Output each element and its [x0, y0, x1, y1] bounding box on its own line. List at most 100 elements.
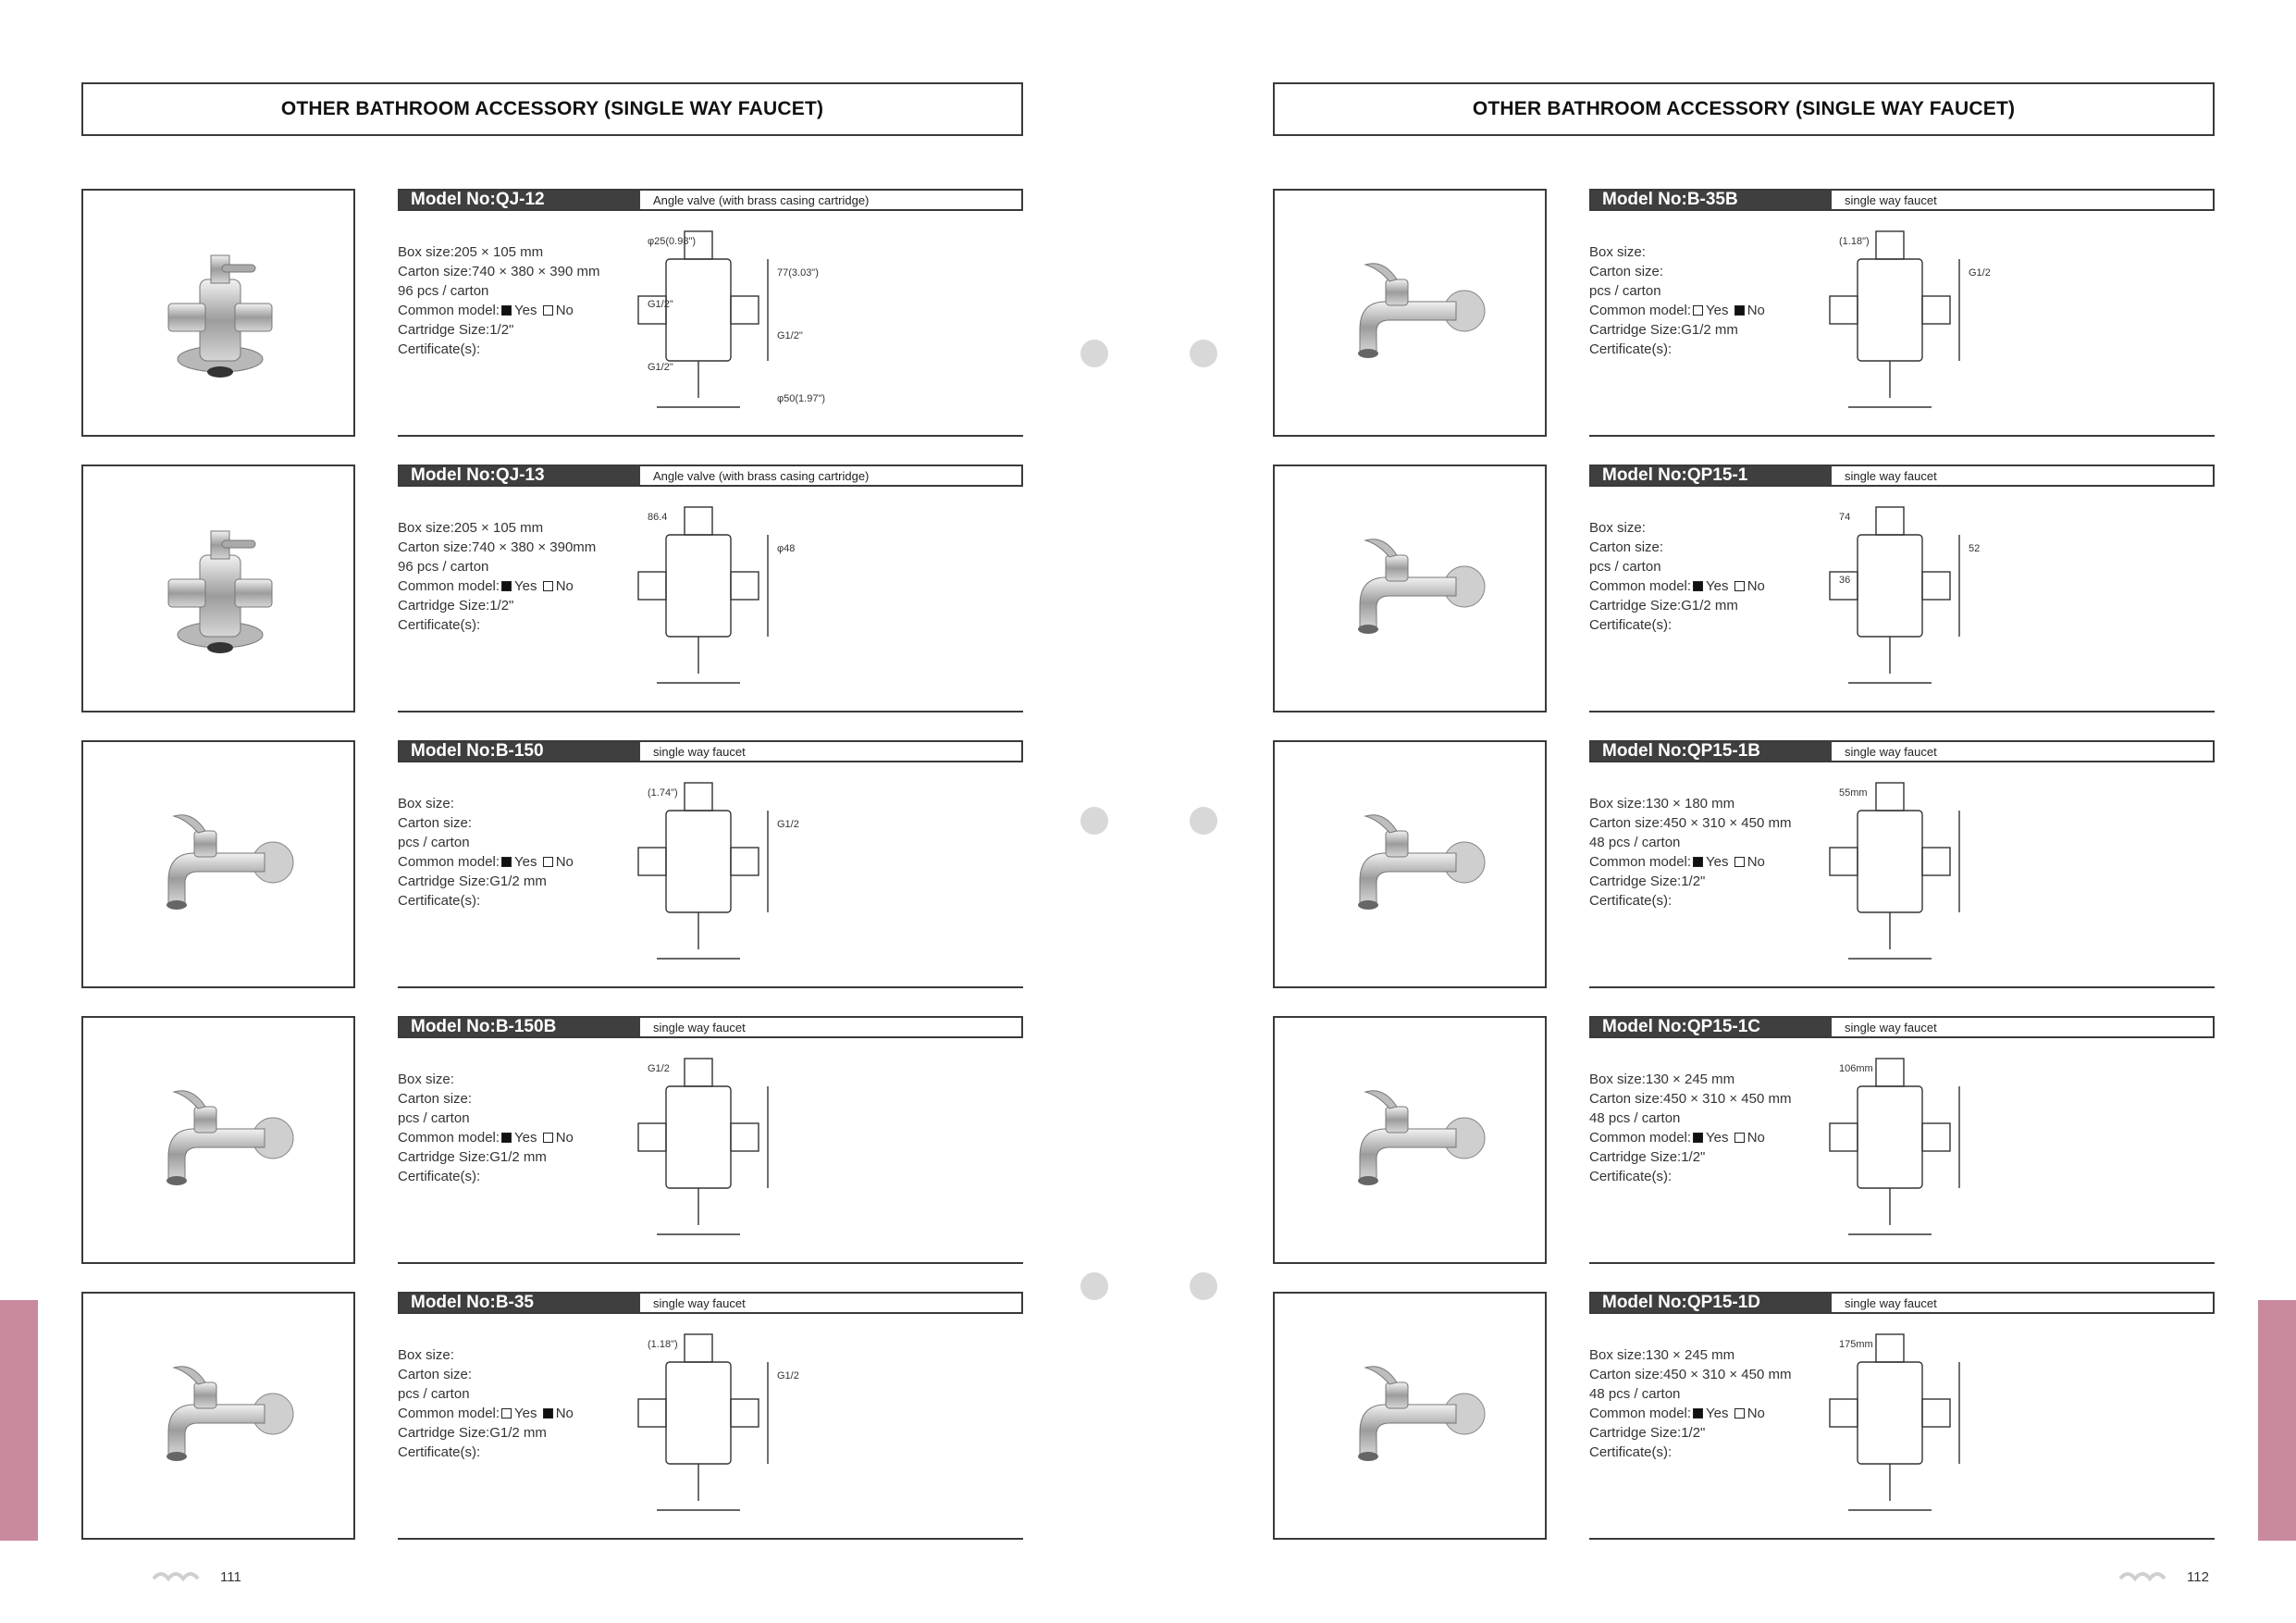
common-model-label: Common model: — [1589, 854, 1692, 870]
product-photo — [1273, 740, 1547, 988]
yes-checkbox — [501, 581, 512, 591]
binder-hole — [1190, 340, 1217, 367]
pcs-per-carton: pcs / carton — [398, 835, 470, 850]
page-footer: 111 — [152, 1567, 241, 1586]
model-number: Model No:B-35B — [1591, 190, 1832, 209]
drawing-dimension-label: (1.18") — [648, 1339, 678, 1350]
cartridge-size: Cartridge Size:G1/2 mm — [398, 1149, 547, 1165]
box-size: Box size: — [1589, 244, 1646, 260]
yes-checkbox — [1693, 305, 1704, 316]
technical-drawing-area: φ25(0.98")77(3.03")G1/2"G1/2"G1/2"φ50(1.… — [629, 222, 907, 440]
no-label: No — [1747, 578, 1765, 594]
carton-size: Carton size:450 × 310 × 450 mm — [1589, 815, 1792, 831]
technical-drawing: 55mm — [1829, 782, 1960, 960]
drawing-dimension-label: G1/2 — [777, 819, 799, 830]
row-separator — [1589, 986, 2215, 988]
common-model: Common model:Yes No — [398, 301, 599, 320]
common-model-label: Common model: — [1589, 1130, 1692, 1146]
faucet-illustration — [1358, 263, 1486, 358]
product-photo — [81, 1292, 355, 1540]
box-size: Box size: — [398, 796, 454, 812]
carton-size: Carton size: — [398, 1091, 473, 1107]
common-model-label: Common model: — [398, 1406, 500, 1421]
carton-size: Carton size: — [398, 1367, 473, 1382]
carton-size: Carton size:740 × 380 × 390mm — [398, 539, 597, 555]
box-size: Box size: — [1589, 520, 1646, 536]
drawing-dimension-label: φ48 — [777, 543, 795, 554]
no-label: No — [1747, 1406, 1765, 1421]
drawing-dimension-label: φ50(1.97") — [777, 393, 825, 404]
certificates: Certificate(s): — [1589, 1169, 1673, 1184]
common-model: Common model:Yes No — [398, 1128, 574, 1147]
yes-checkbox — [501, 1133, 512, 1143]
row-separator — [1589, 1538, 2215, 1540]
model-number: Model No:B-150 — [400, 741, 640, 761]
drawing-dimension-label: G1/2 — [777, 1370, 799, 1381]
model-number: Model No:QJ-13 — [400, 465, 640, 485]
model-number: Model No:B-150B — [400, 1017, 640, 1036]
common-model: Common model:Yes No — [398, 576, 596, 596]
certificates: Certificate(s): — [1589, 617, 1673, 633]
common-model: Common model:Yes No — [1589, 1128, 1791, 1147]
no-label: No — [555, 578, 574, 594]
drawing-dimension-label: G1/2" — [648, 362, 673, 373]
faucet-illustration — [167, 254, 273, 378]
page-number: 112 — [2187, 1568, 2209, 1585]
certificates: Certificate(s): — [1589, 341, 1673, 357]
cartridge-size: Cartridge Size:G1/2 mm — [1589, 598, 1738, 613]
row-separator — [1589, 1262, 2215, 1264]
faucet-illustration — [167, 530, 273, 653]
common-model: Common model:Yes No — [1589, 1404, 1791, 1423]
certificates: Certificate(s): — [398, 617, 481, 633]
carton-size: Carton size:450 × 310 × 450 mm — [1589, 1091, 1792, 1107]
yes-label: Yes — [1706, 578, 1729, 594]
model-description: single way faucet — [653, 1295, 746, 1310]
box-size: Box size:205 × 105 mm — [398, 520, 544, 536]
row-separator — [398, 711, 1023, 712]
common-model-label: Common model: — [1589, 303, 1692, 318]
product-photo — [1273, 189, 1547, 437]
box-size: Box size:130 × 245 mm — [1589, 1347, 1735, 1363]
binder-hole — [1190, 1272, 1217, 1300]
cartridge-size: Cartridge Size:1/2" — [398, 322, 514, 338]
yes-label: Yes — [1706, 1406, 1729, 1421]
model-description: single way faucet — [1845, 468, 1937, 483]
drawing-dimension-label: 74 — [1839, 512, 1850, 523]
pcs-per-carton: pcs / carton — [398, 1110, 470, 1126]
common-model-label: Common model: — [398, 854, 500, 870]
faucet-illustration — [1358, 1090, 1486, 1185]
technical-drawing-area: 106mm — [1821, 1049, 2098, 1267]
no-checkbox — [1734, 305, 1745, 316]
no-label: No — [555, 1130, 574, 1146]
technical-drawing-area: (1.18") G1/2 — [629, 1325, 907, 1542]
technical-drawing: φ25(0.98")77(3.03")G1/2"G1/2"G1/2"φ50(1.… — [637, 230, 825, 408]
faucet-illustration — [167, 1090, 294, 1185]
yes-label: Yes — [514, 854, 537, 870]
yes-label: Yes — [1706, 303, 1729, 318]
drawing-dimension-label: 77(3.03") — [777, 267, 819, 279]
cartridge-size: Cartridge Size:1/2" — [1589, 1149, 1706, 1165]
no-checkbox — [1734, 1133, 1745, 1143]
faucet-illustration — [1358, 1366, 1486, 1461]
certificates: Certificate(s): — [398, 1444, 481, 1460]
model-number: Model No:QJ-12 — [400, 190, 640, 209]
product-photo — [81, 740, 355, 988]
yes-checkbox — [501, 857, 512, 867]
faucet-illustration — [1358, 814, 1486, 910]
technical-drawing-area: 55mm — [1821, 774, 2098, 991]
certificates: Certificate(s): — [398, 341, 481, 357]
faucet-illustration — [167, 814, 294, 910]
pcs-per-carton: pcs / carton — [398, 1386, 470, 1402]
no-label: No — [1747, 303, 1765, 318]
certificates: Certificate(s): — [398, 1169, 481, 1184]
